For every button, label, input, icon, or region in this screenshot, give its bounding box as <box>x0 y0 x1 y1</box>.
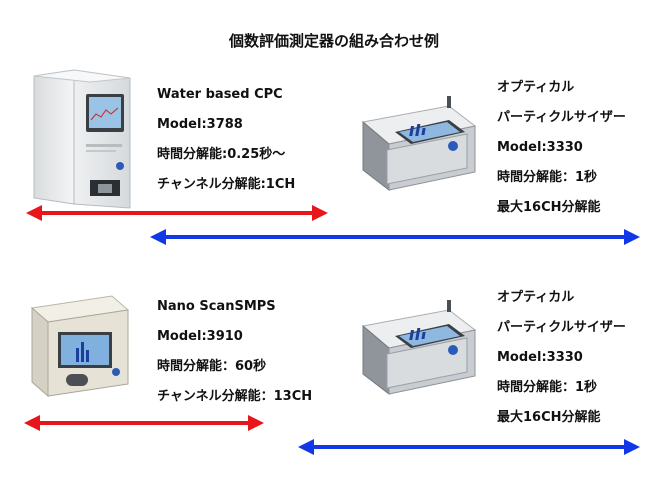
blue-range-arrow-2 <box>298 439 640 455</box>
blue-range-arrow-1 <box>150 229 640 245</box>
channel-resolution: チャンネル分解能:1CH <box>157 177 296 192</box>
ops-3330-spec-top: オプティカル パーティクルサイザー Model:3330 時間分解能：1秒 最大… <box>497 73 626 223</box>
time-resolution: 時間分解能:0.25秒〜 <box>157 147 286 162</box>
cpc-3788-spec: Water based CPC Model:3788 時間分解能:0.25秒〜 … <box>157 80 295 200</box>
device-name-line1: オプティカル <box>497 80 575 95</box>
time-resolution: 時間分解能：60秒 <box>157 359 267 374</box>
cpc-3788-device-image <box>33 69 131 209</box>
device-name: Nano ScanSMPS <box>157 299 276 314</box>
channel-resolution: 最大16CH分解能 <box>497 410 601 425</box>
nanoscan-smps-3910-device-image <box>30 295 130 398</box>
red-range-arrow-1 <box>26 205 328 221</box>
ops-3330-spec-bottom: オプティカル パーティクルサイザー Model:3330 時間分解能：1秒 最大… <box>497 283 626 433</box>
red-range-arrow-2 <box>24 415 264 431</box>
channel-resolution: チャンネル分解能：13CH <box>157 389 313 404</box>
device-name-line2: パーティクルサイザー <box>497 110 626 125</box>
nanoscan-smps-3910-spec: Nano ScanSMPS Model:3910 時間分解能：60秒 チャンネル… <box>157 292 312 412</box>
device-model: Model:3330 <box>497 350 583 365</box>
ops-3330-device-image <box>361 300 477 396</box>
ops-3330-device-image <box>361 96 477 192</box>
device-name-line2: パーティクルサイザー <box>497 320 626 335</box>
time-resolution: 時間分解能：1秒 <box>497 380 598 395</box>
device-model: Model:3788 <box>157 117 243 132</box>
time-resolution: 時間分解能：1秒 <box>497 170 598 185</box>
device-model: Model:3330 <box>497 140 583 155</box>
page-title: 個数評価測定器の組み合わせ例 <box>228 32 439 50</box>
channel-resolution: 最大16CH分解能 <box>497 200 601 215</box>
device-model: Model:3910 <box>157 329 243 344</box>
device-name: Water based CPC <box>157 87 283 102</box>
device-name-line1: オプティカル <box>497 290 575 305</box>
